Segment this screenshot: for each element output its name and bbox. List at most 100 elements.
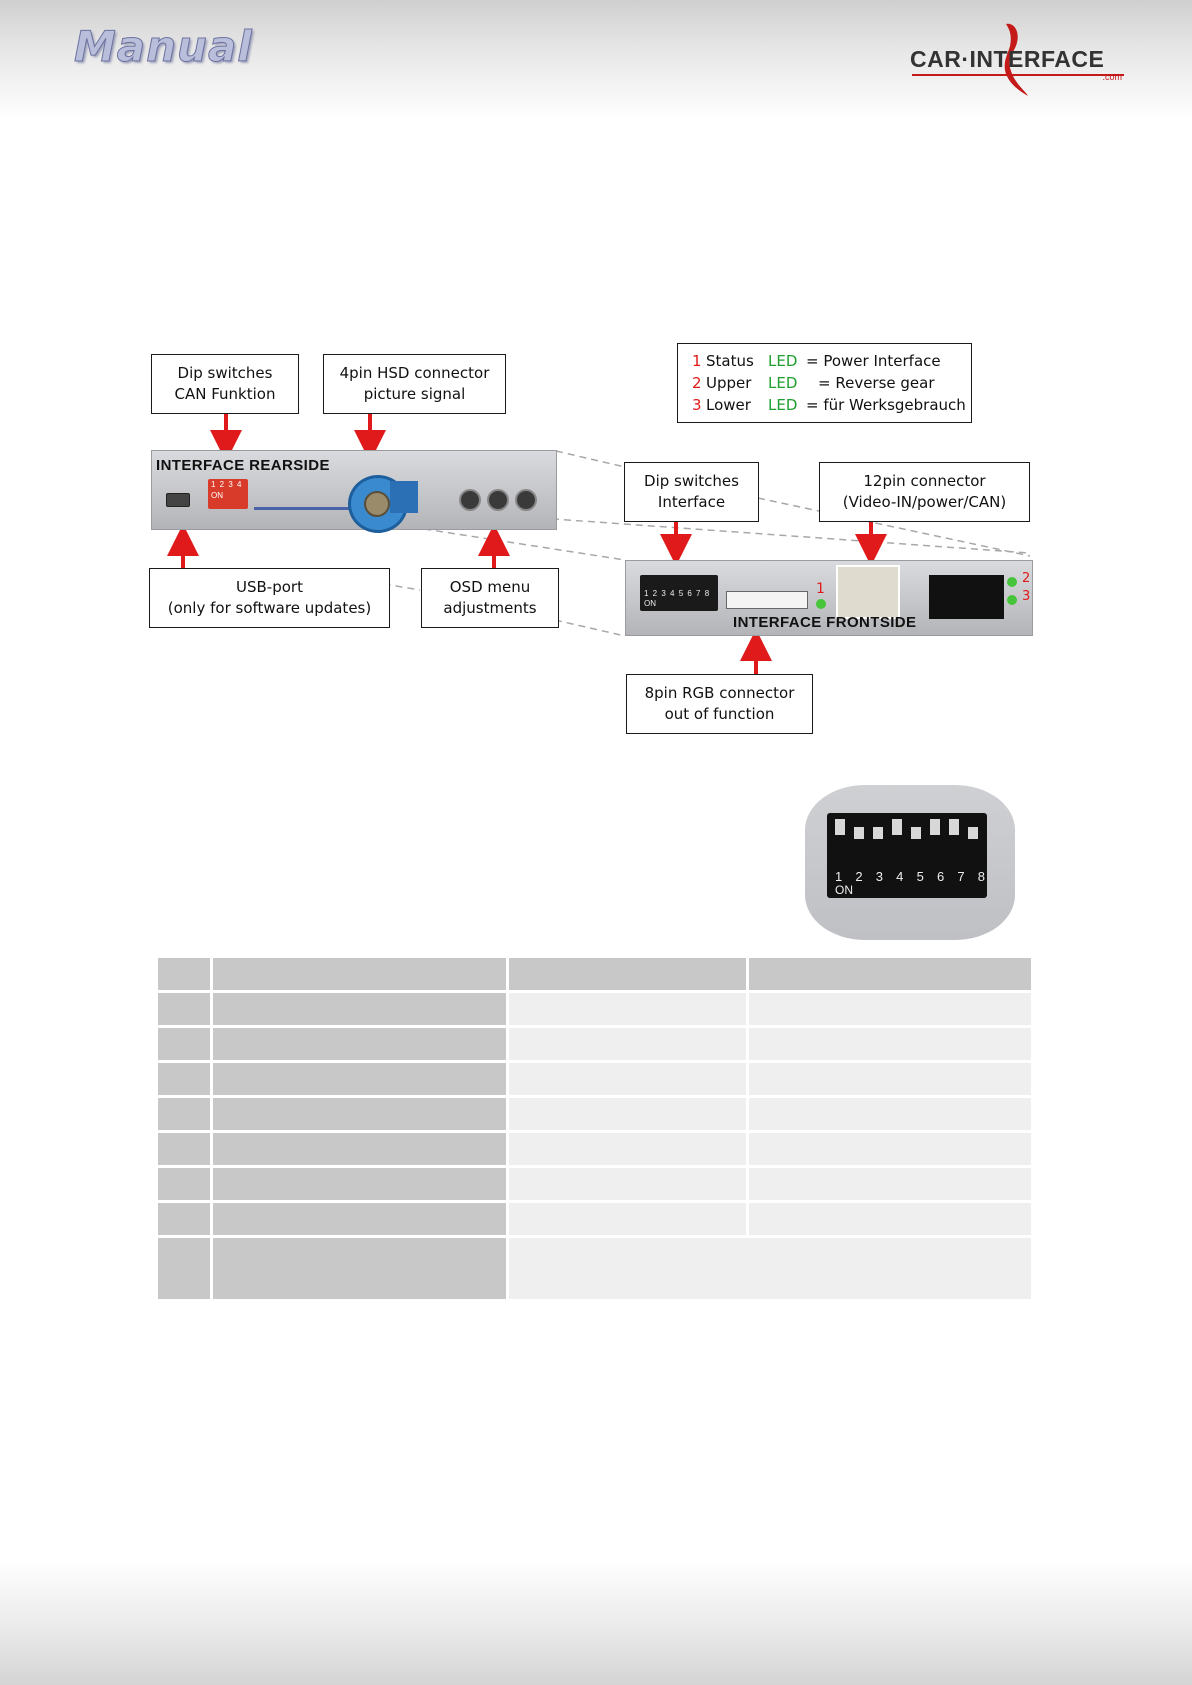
callout-usb-port: USB-port (only for software updates) bbox=[149, 568, 390, 628]
table-cell bbox=[158, 1063, 210, 1095]
led-name: Status bbox=[706, 352, 754, 370]
dip-numbers: 1 2 3 4 bbox=[211, 480, 243, 489]
guide-line bbox=[554, 619, 626, 637]
table-row bbox=[158, 993, 1034, 1025]
table-cell bbox=[213, 1028, 506, 1060]
led-name: Lower bbox=[706, 396, 751, 414]
callout-hsd-connector: 4pin HSD connector picture signal bbox=[323, 354, 506, 414]
dip-switch-block bbox=[827, 813, 987, 898]
table-cell bbox=[509, 1098, 746, 1130]
table-cell bbox=[158, 993, 210, 1025]
dip-number: 8 bbox=[977, 869, 985, 884]
slot-line bbox=[254, 507, 354, 510]
table-cell bbox=[509, 1063, 746, 1095]
led-word: LED bbox=[768, 374, 798, 392]
dip-settings-table bbox=[158, 958, 1034, 1302]
callout-line: picture signal bbox=[363, 385, 466, 403]
dip-numbers: 1 2 3 4 5 6 7 8 bbox=[644, 589, 711, 598]
table-cell bbox=[509, 1238, 1031, 1299]
status-led bbox=[816, 599, 826, 609]
table-row bbox=[158, 1063, 1034, 1095]
led-legend: 1 Status LED = Power Interface 2 Upper L… bbox=[677, 343, 972, 423]
table-cell bbox=[509, 993, 746, 1025]
logo-swoosh-icon bbox=[1004, 23, 1028, 96]
table-cell bbox=[213, 1098, 506, 1130]
led-description: = für Werksgebrauch bbox=[806, 396, 966, 414]
table-cell bbox=[749, 1063, 1031, 1095]
table-row bbox=[158, 1028, 1034, 1060]
table-row bbox=[158, 1203, 1034, 1235]
table-cell bbox=[158, 958, 210, 990]
interface-rearside: INTERFACE REARSIDE 1 2 3 4 ON bbox=[151, 450, 557, 533]
guide-line bbox=[359, 579, 421, 591]
logo-suffix: .com bbox=[1102, 72, 1122, 82]
dip-switch-closeup: 1 2 3 4 5 6 7 8 ON bbox=[805, 785, 1015, 940]
dip-on-label: ON bbox=[644, 599, 656, 608]
callout-line: OSD menu bbox=[449, 578, 531, 596]
callout-line: 12pin connector bbox=[863, 472, 986, 490]
callout-line: (Video-IN/power/CAN) bbox=[842, 493, 1007, 511]
osd-button bbox=[515, 489, 537, 511]
table-cell bbox=[213, 958, 506, 990]
table-cell bbox=[158, 1133, 210, 1165]
table-cell bbox=[158, 1203, 210, 1235]
rearside-label: INTERFACE REARSIDE bbox=[156, 457, 330, 474]
led-number: 2 bbox=[692, 374, 702, 392]
table-cell bbox=[158, 1168, 210, 1200]
footer-background bbox=[0, 1560, 1192, 1685]
car-interface-logo: CAR·INTERFACE .com bbox=[910, 18, 1130, 96]
lower-led bbox=[1007, 595, 1017, 605]
callout-dip-switches-interface: Dip switches Interface bbox=[624, 462, 759, 522]
led-legend-row: 1 Status LED = Power Interface bbox=[692, 350, 971, 372]
black-connector bbox=[929, 575, 1004, 619]
table-row bbox=[158, 1168, 1034, 1200]
table-row bbox=[158, 1098, 1034, 1130]
callout-12pin-connector: 12pin connector (Video-IN/power/CAN) bbox=[819, 462, 1030, 522]
dip-number: 3 bbox=[875, 869, 884, 884]
led-number-3: 3 bbox=[1022, 589, 1031, 604]
led-number: 1 bbox=[692, 352, 702, 370]
dip-closeup-on-label: ON bbox=[835, 883, 853, 897]
interface-frontside: 1 2 3 4 5 6 7 8 ON 1 2 3 INTERFACE FRONT… bbox=[625, 560, 1033, 636]
led-description: = Reverse gear bbox=[818, 374, 935, 392]
callout-line: USB-port bbox=[236, 578, 303, 596]
led-description: = Power Interface bbox=[806, 352, 941, 370]
table-cell bbox=[509, 958, 746, 990]
table-cell bbox=[509, 1028, 746, 1060]
hsd-center bbox=[364, 491, 390, 517]
callout-osd-menu: OSD menu adjustments bbox=[421, 568, 559, 628]
logo-text: CAR·INTERFACE bbox=[910, 46, 1105, 72]
table-cell bbox=[213, 1133, 506, 1165]
table-cell bbox=[158, 1098, 210, 1130]
led-number-2: 2 bbox=[1022, 571, 1031, 586]
callout-line: Dip switches bbox=[177, 364, 273, 382]
header-background bbox=[0, 0, 1192, 120]
table-cell bbox=[749, 1203, 1031, 1235]
callout-line: 4pin HSD connector bbox=[339, 364, 490, 382]
table-cell bbox=[213, 1063, 506, 1095]
table-cell bbox=[213, 1168, 506, 1200]
dip-number: 6 bbox=[936, 869, 945, 884]
osd-button bbox=[487, 489, 509, 511]
table-cell bbox=[509, 1133, 746, 1165]
led-word: LED bbox=[768, 352, 798, 370]
hsd-clip bbox=[390, 481, 418, 513]
table-cell bbox=[213, 993, 506, 1025]
table-row bbox=[158, 1238, 1034, 1299]
dip-number: 7 bbox=[957, 869, 965, 884]
callout-line: adjustments bbox=[443, 599, 537, 617]
dip-on-label: ON bbox=[211, 491, 223, 500]
callout-line: Interface bbox=[657, 493, 726, 511]
table-cell bbox=[158, 1238, 210, 1299]
dip-levers bbox=[835, 819, 978, 839]
osd-button bbox=[459, 489, 481, 511]
led-legend-row: 3 Lower LED = für Werksgebrauch bbox=[692, 394, 971, 416]
callout-line: (only for software updates) bbox=[167, 599, 372, 617]
led-number: 3 bbox=[692, 396, 702, 414]
manual-title: Manual bbox=[74, 22, 253, 72]
frontside-label: INTERFACE FRONTSIDE bbox=[733, 614, 917, 631]
table-cell bbox=[749, 1098, 1031, 1130]
table-header-row bbox=[158, 958, 1034, 990]
callout-line: CAN Funktion bbox=[174, 385, 276, 403]
table-cell bbox=[509, 1168, 746, 1200]
